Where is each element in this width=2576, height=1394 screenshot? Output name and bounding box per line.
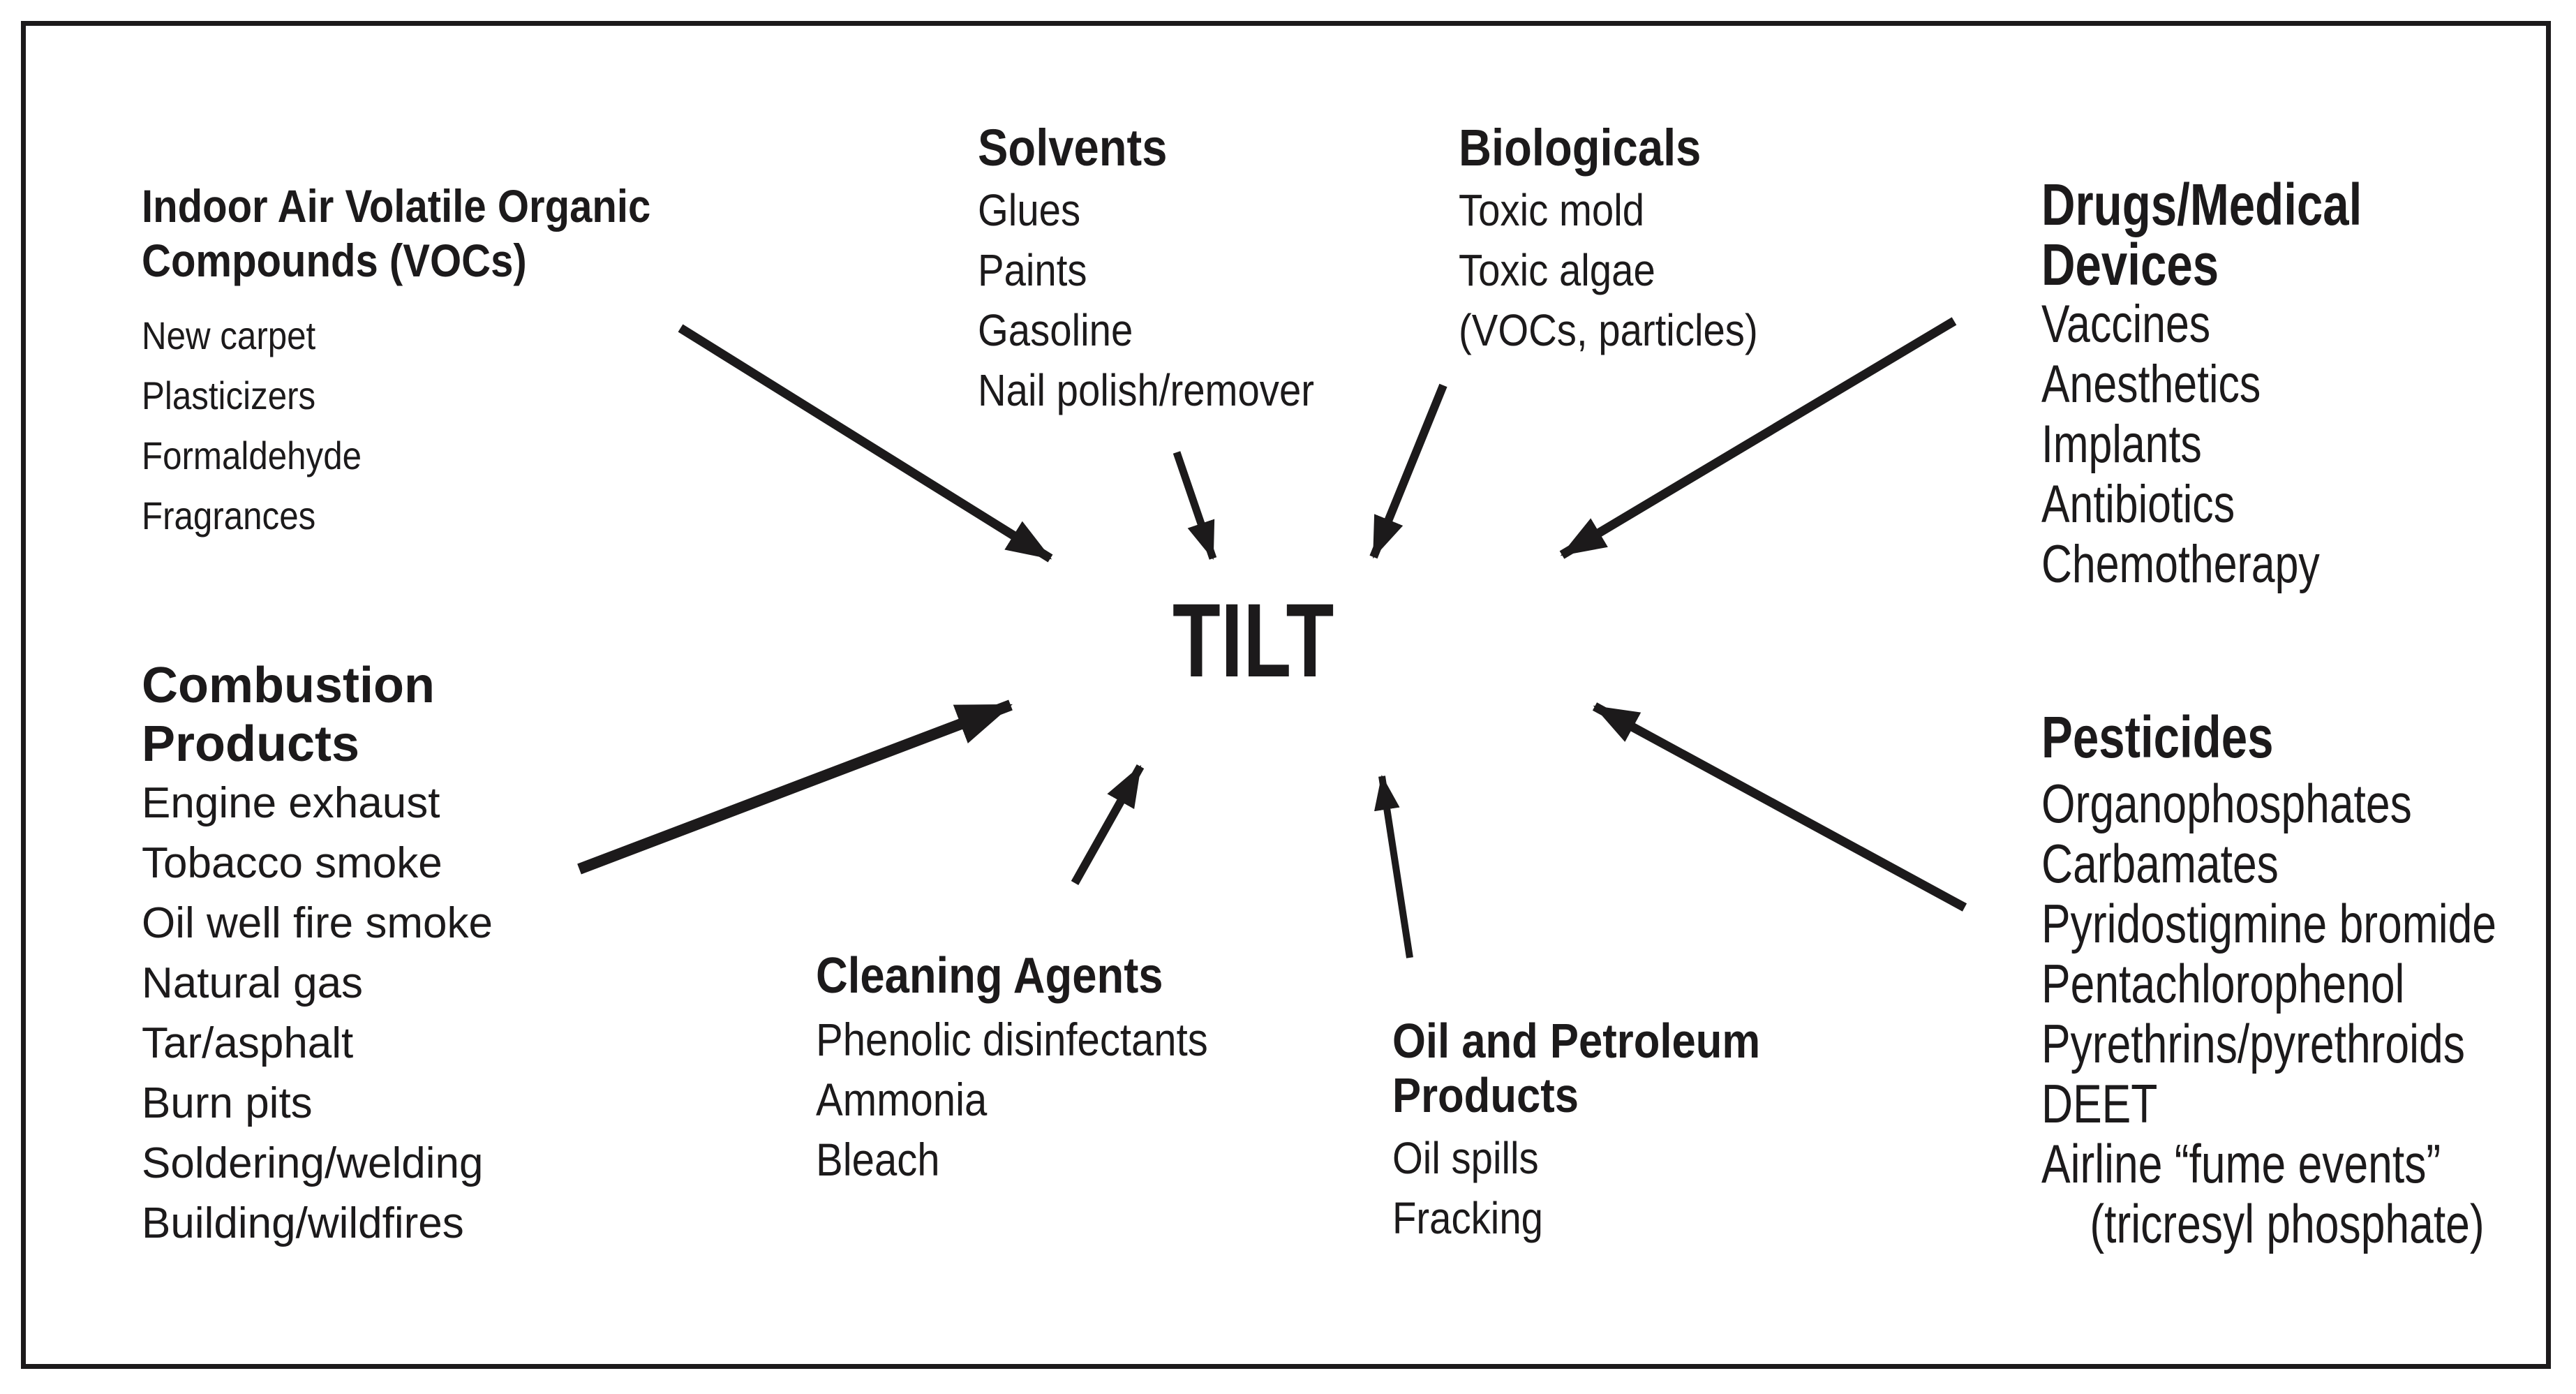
list-item: Airline “fume events”: [2041, 1133, 2441, 1194]
list-item: Antibiotics: [2041, 475, 2235, 534]
list-item: Fracking: [1392, 1193, 1543, 1243]
group-oil-petroleum-products: Oil and Petroleum Products Oil spills Fr…: [1392, 1014, 1810, 1248]
list-item: Pyridostigmine bromide: [2041, 893, 2497, 954]
arrow-drugs-to-tilt: [1559, 317, 1957, 559]
group-items: Glues Paints Gasoline Nail polish/remove…: [978, 180, 1360, 420]
list-item: Fragrances: [142, 494, 316, 537]
list-item: Organophosphates: [2041, 773, 2412, 834]
list-item: Building/wildfires: [142, 1199, 464, 1247]
arrow-pesticides-to-tilt: [1592, 702, 1967, 912]
list-item: Oil spills: [1392, 1133, 1539, 1183]
group-items: Toxic mold Toxic algae (VOCs, particles): [1459, 180, 1799, 360]
list-item: Soldering/welding: [142, 1139, 484, 1187]
list-item: Glues: [978, 185, 1081, 235]
list-item: Pyrethrins/pyrethroids: [2041, 1013, 2465, 1074]
list-item: Paints: [978, 245, 1087, 295]
list-item: Implants: [2041, 415, 2202, 474]
list-item: Vaccines: [2041, 295, 2211, 354]
group-items: Phenolic disinfectants Ammonia Bleach: [816, 1009, 1261, 1189]
tilt-center-label: TILT: [1172, 581, 1335, 699]
group-heading: Cleaning Agents: [816, 948, 1163, 1004]
list-item: DEET: [2041, 1073, 2158, 1134]
list-item: Chemotherapy: [2041, 535, 2320, 594]
list-item: Ammonia: [816, 1074, 988, 1125]
list-item: Oil well fire smoke: [142, 899, 493, 947]
group-items: Engine exhaust Tobacco smoke Oil well fi…: [142, 773, 493, 1254]
list-item: Tobacco smoke: [142, 839, 442, 887]
group-items: New carpet Plasticizers Formaldehyde Fra…: [142, 306, 720, 546]
list-item: Phenolic disinfectants: [816, 1014, 1208, 1065]
list-item: Formaldehyde: [142, 433, 362, 477]
group-heading: Indoor Air Volatile Organic Compounds (V…: [142, 180, 651, 286]
list-item: Burn pits: [142, 1079, 313, 1127]
arrow-oil-petroleum-to-tilt: [1374, 775, 1413, 958]
group-solvents: Solvents Glues Paints Gasoline Nail poli…: [978, 120, 1360, 420]
group-biologicals: Biologicals Toxic mold Toxic algae (VOCs…: [1459, 120, 1799, 360]
arrow-cleaning-to-tilt: [1071, 764, 1145, 885]
group-pesticides: Pesticides Organophosphates Carbamates P…: [2041, 706, 2576, 1254]
group-items: Organophosphates Carbamates Pyridostigmi…: [2041, 773, 2576, 1254]
diagram-border: [21, 21, 2551, 1369]
list-item: (VOCs, particles): [1459, 305, 1758, 355]
list-item: Toxic algae: [1459, 245, 1655, 295]
group-combustion-products: Combustion Products Engine exhaust Tobac…: [142, 656, 493, 1254]
list-item: Engine exhaust: [142, 779, 440, 827]
arrow-indoor-air-vocs-to-tilt: [678, 324, 1053, 563]
list-item: New carpet: [142, 313, 316, 357]
group-cleaning-agents: Cleaning Agents Phenolic disinfectants A…: [816, 948, 1261, 1189]
list-item: Tar/asphalt: [142, 1019, 354, 1067]
list-item: Carbamates: [2041, 833, 2279, 894]
group-items: Vaccines Anesthetics Implants Antibiotic…: [2041, 295, 2442, 595]
group-heading: Combustion Products: [142, 658, 435, 772]
list-item: Plasticizers: [142, 373, 316, 417]
group-heading: Pesticides: [2041, 704, 2274, 770]
group-heading: Drugs/Medical Devices: [2041, 172, 2362, 297]
list-item: Toxic mold: [1459, 185, 1645, 235]
list-item: (tricresyl phosphate): [2041, 1193, 2485, 1254]
group-indoor-air-vocs: Indoor Air Volatile Organic Compounds (V…: [142, 179, 720, 546]
list-item: Anesthetics: [2041, 355, 2261, 414]
list-item: Gasoline: [978, 305, 1133, 355]
group-heading: Solvents: [978, 119, 1168, 177]
list-item: Bleach: [816, 1134, 940, 1185]
arrow-solvents-to-tilt: [1172, 451, 1217, 561]
group-drugs-medical-devices: Drugs/Medical Devices Vaccines Anestheti…: [2041, 175, 2442, 595]
group-heading: Oil and Petroleum Products: [1392, 1014, 1761, 1122]
group-items: Oil spills Fracking: [1392, 1128, 1810, 1248]
arrow-biologicals-to-tilt: [1369, 383, 1447, 559]
list-item: Nail polish/remover: [978, 365, 1315, 415]
list-item: Pentachlorophenol: [2041, 953, 2405, 1014]
group-heading: Biologicals: [1459, 119, 1702, 177]
arrow-combustion-to-tilt: [577, 699, 1013, 875]
list-item: Natural gas: [142, 959, 364, 1007]
